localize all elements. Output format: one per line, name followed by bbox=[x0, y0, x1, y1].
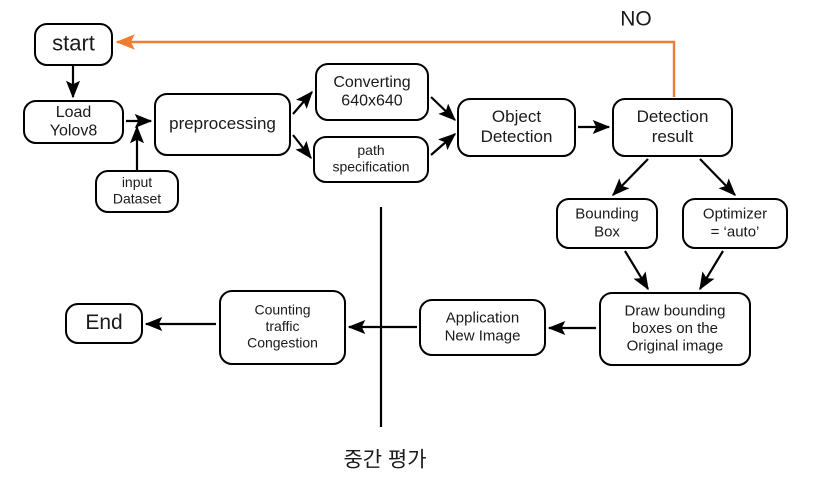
node-label-detection-result: result bbox=[652, 127, 694, 146]
evaluation-caption: 중간 평가 bbox=[343, 449, 426, 472]
node-label-draw-bounding-boxes: Original image bbox=[627, 338, 724, 355]
node-label-bounding-box: Box bbox=[594, 223, 620, 240]
node-box-draw-bounding-boxes bbox=[599, 292, 751, 366]
node-box-converting-640 bbox=[315, 63, 429, 121]
edge-bounding-box-to-draw bbox=[624, 250, 649, 291]
node-label-load-yolov8: Load bbox=[56, 104, 92, 121]
node-label-input-dataset: input bbox=[122, 174, 152, 190]
node-label-path-specification: path bbox=[357, 142, 384, 158]
node-box-path-specification bbox=[313, 136, 429, 183]
node-preprocessing[interactable]: preprocessing bbox=[154, 93, 291, 156]
node-label-input-dataset: Dataset bbox=[113, 190, 161, 206]
annotations-layer: NO 중간 평가 bbox=[343, 8, 651, 472]
node-label-load-yolov8: Yolov8 bbox=[50, 123, 98, 140]
node-start[interactable]: start bbox=[34, 23, 113, 66]
node-label-application-new-image: Application bbox=[446, 310, 519, 327]
no-label: NO bbox=[620, 8, 652, 31]
node-label-optimizer-auto: Optimizer bbox=[703, 206, 767, 223]
node-label-counting-traffic-congestion: Congestion bbox=[247, 335, 318, 351]
node-label-path-specification: specification bbox=[332, 158, 409, 174]
edge-preprocessing-to-path bbox=[292, 134, 312, 160]
edge-converting-to-object-detection bbox=[430, 96, 456, 121]
node-label-counting-traffic-congestion: traffic bbox=[266, 318, 300, 334]
node-label-application-new-image: New Image bbox=[445, 327, 521, 344]
edge-result-to-start-loop bbox=[115, 34, 676, 97]
node-box-end bbox=[65, 303, 143, 344]
node-label-object-detection: Object bbox=[492, 107, 541, 126]
node-label-detection-result: Detection bbox=[637, 107, 709, 126]
node-box-application-new-image bbox=[419, 299, 546, 356]
node-end[interactable]: End bbox=[65, 303, 143, 344]
node-box-input-dataset bbox=[95, 170, 179, 213]
node-box-counting-traffic-congestion bbox=[219, 290, 346, 365]
node-label-optimizer-auto: = ‘auto’ bbox=[711, 223, 760, 240]
node-label-object-detection: Detection bbox=[481, 127, 553, 146]
node-box-optimizer-auto bbox=[682, 198, 788, 249]
node-label-end: End bbox=[85, 311, 122, 334]
node-label-bounding-box: Bounding bbox=[575, 206, 638, 223]
node-converting-640[interactable]: Converting 640x640 bbox=[315, 63, 429, 121]
edges-layer bbox=[65, 34, 736, 336]
node-label-preprocessing: preprocessing bbox=[169, 114, 276, 133]
edge-result-to-bounding-box bbox=[612, 158, 649, 196]
node-box-bounding-box bbox=[556, 198, 658, 249]
node-label-draw-bounding-boxes: Draw bounding bbox=[625, 302, 726, 319]
edge-path-to-object-detection bbox=[430, 133, 456, 156]
node-label-converting-640: 640x640 bbox=[341, 93, 402, 110]
edge-preprocessing-to-converting bbox=[292, 91, 313, 115]
edge-result-to-optimizer bbox=[699, 158, 736, 196]
node-label-start: start bbox=[52, 30, 95, 55]
node-box-detection-result bbox=[612, 98, 733, 157]
node-label-counting-traffic-congestion: Counting bbox=[254, 302, 310, 318]
node-box-preprocessing bbox=[154, 93, 291, 156]
node-box-object-detection bbox=[457, 98, 576, 157]
node-label-draw-bounding-boxes: boxes on the bbox=[632, 320, 718, 337]
edge-optimizer-to-draw bbox=[699, 250, 724, 291]
node-box-load-yolov8 bbox=[23, 100, 124, 144]
node-box-start bbox=[34, 23, 113, 66]
node-optimizer-auto[interactable]: Optimizer= ‘auto’ bbox=[682, 198, 788, 249]
node-label-converting-640: Converting bbox=[333, 74, 410, 91]
